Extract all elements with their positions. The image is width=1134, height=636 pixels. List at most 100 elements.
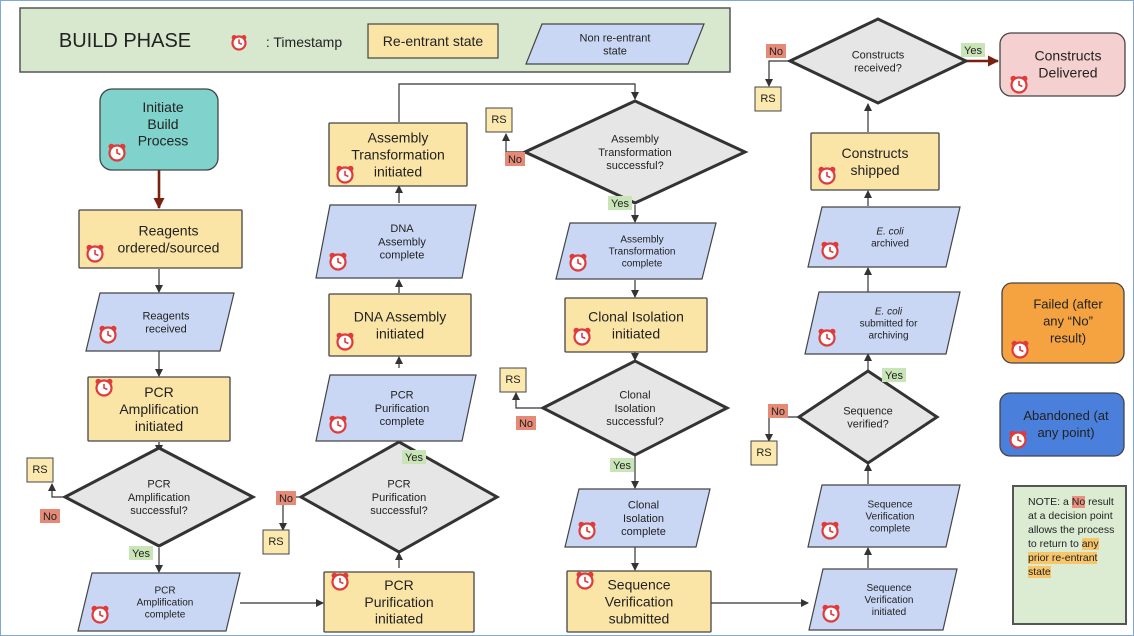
legend-nonreentrant-label-line: Non re-entrant bbox=[580, 32, 651, 44]
seq-rs: RS bbox=[756, 447, 771, 459]
pcr-amp-yes-tag: Yes bbox=[132, 548, 150, 560]
seq-ver-submitted-label-line: Verification bbox=[605, 593, 673, 609]
clonal-yes-tag: Yes bbox=[613, 460, 631, 472]
clonal-no-tag: No bbox=[519, 418, 533, 430]
abandoned-box bbox=[999, 392, 1125, 457]
ecoli-archived-label-line: archived bbox=[871, 239, 909, 250]
constructs-shipped-label-line: shipped bbox=[850, 162, 899, 178]
pcr-pur-decision-label-line: Purification bbox=[372, 492, 426, 504]
pcr-pur-no-tag: No bbox=[279, 493, 293, 505]
constructs-yes-tag-bg bbox=[961, 43, 985, 57]
arrow-clonal-decision-no bbox=[512, 392, 543, 409]
constructs-yes-tag: Yes bbox=[964, 45, 982, 57]
constructs-shipped-clock-icon bbox=[818, 166, 836, 185]
clonal-rs: RS bbox=[505, 374, 520, 386]
seq-decision-label-line: verified? bbox=[847, 418, 889, 430]
note-box: NOTE: a No result at a decision point al… bbox=[1012, 485, 1127, 625]
asm-tr-decision-label-line: successful? bbox=[606, 160, 663, 172]
asm-tr-complete-label-line: Transformation bbox=[609, 247, 676, 258]
abandoned-label-line: any point) bbox=[1037, 425, 1094, 440]
arrow-constructs-decision-no bbox=[765, 60, 790, 87]
seq-ver-complete-clock-icon bbox=[821, 521, 839, 540]
failed-clock-icon bbox=[1011, 340, 1029, 359]
clonal-no-tag-bg bbox=[516, 416, 536, 430]
initiate-label-line: Build bbox=[147, 116, 178, 132]
pcr-pur-rs: RS bbox=[268, 536, 283, 548]
pcr-pur-initiated-label-line: PCR bbox=[384, 577, 414, 593]
seq-ver-initiated-box bbox=[808, 568, 958, 631]
timestamp-icons bbox=[86, 35, 1029, 624]
reagents-received-label-line: Reagents bbox=[142, 310, 190, 322]
seq-ver-initiated-label-line: initiated bbox=[872, 607, 906, 618]
pcr-amp-initiated-clock-icon bbox=[95, 378, 113, 397]
reagents-ordered-label-line: ordered/sourced bbox=[118, 239, 220, 255]
asm-tr-complete-label-line: Assembly bbox=[620, 235, 663, 246]
clonal-decision-label-line: successful? bbox=[606, 416, 663, 428]
reagents-ordered-clock-icon bbox=[86, 244, 104, 263]
constructs-shipped-box bbox=[810, 132, 940, 191]
seq-no-tag: No bbox=[771, 406, 785, 418]
clonal-yes-tag-bg bbox=[610, 458, 634, 472]
pcr-amp-initiated-box bbox=[87, 376, 231, 442]
clonal-rs-box bbox=[499, 367, 527, 393]
asm-tr-initiated-label-line: initiated bbox=[374, 163, 422, 179]
pcr-pur-decision-label-line: PCR bbox=[387, 479, 410, 491]
flow-nodes bbox=[19, 7, 1126, 633]
reagents-ordered-label-line: Reagents bbox=[139, 223, 199, 239]
ecoli-archived-box bbox=[807, 206, 961, 268]
ecoli-submitted-label-line: submitted for bbox=[860, 319, 918, 330]
asm-tr-decision-label-line: Transformation bbox=[598, 147, 672, 159]
pcr-pur-decision-diamond bbox=[297, 440, 501, 554]
constructs-decision-diamond bbox=[786, 17, 970, 105]
failed-box bbox=[1001, 282, 1125, 364]
asm-tr-no-tag: No bbox=[508, 154, 522, 166]
clonal-initiated-clock-icon bbox=[573, 327, 591, 346]
ecoli-archived-clock-icon bbox=[821, 241, 839, 260]
pcr-amp-rs-box bbox=[26, 457, 54, 483]
pcr-amp-rs: RS bbox=[32, 464, 47, 476]
seq-ver-submitted-box bbox=[566, 570, 712, 633]
arrow-pcr-decision-no bbox=[48, 483, 66, 498]
pcr-amp-complete-label-line: Amplification bbox=[137, 598, 194, 609]
seq-rs-box bbox=[750, 440, 778, 466]
seq-ver-submitted-label-line: Sequence bbox=[607, 576, 670, 592]
dna-asm-initiated-box bbox=[328, 293, 472, 357]
clonal-complete-label-line: complete bbox=[621, 526, 666, 538]
clonal-decision-label-line: Isolation bbox=[615, 403, 656, 415]
pcr-pur-decision-label-line: successful? bbox=[370, 505, 427, 517]
note-text-1: NOTE: a bbox=[1028, 496, 1072, 508]
pcr-amp-complete-label-line: complete bbox=[145, 610, 186, 621]
pcr-amp-no-tag-bg bbox=[40, 509, 60, 523]
reagents-ordered-box bbox=[78, 209, 243, 269]
pcr-amp-no-tag: No bbox=[43, 511, 57, 523]
ecoli-submitted-clock-icon bbox=[818, 328, 836, 347]
asm-tr-rs-box bbox=[485, 107, 513, 133]
legend-title-line: BUILD PHASE bbox=[59, 30, 191, 52]
delivered-label-line: Delivered bbox=[1038, 64, 1097, 80]
pcr-amp-initiated-label-line: Amplification bbox=[119, 401, 198, 417]
seq-ver-complete-label-line: complete bbox=[870, 524, 911, 535]
initiate-label-line: Process bbox=[138, 133, 189, 149]
asm-tr-yes-tag: Yes bbox=[611, 198, 629, 210]
seq-yes-tag: Yes bbox=[885, 370, 903, 382]
delivered-box bbox=[999, 32, 1126, 97]
clonal-initiated-label-line: initiated bbox=[612, 325, 660, 341]
asm-tr-initiated-label-line: Assembly bbox=[368, 129, 429, 145]
asm-tr-complete-clock-icon bbox=[569, 253, 587, 272]
delivered-label-line: Constructs bbox=[1035, 48, 1102, 64]
legend-nonreentrant-box bbox=[525, 23, 705, 65]
